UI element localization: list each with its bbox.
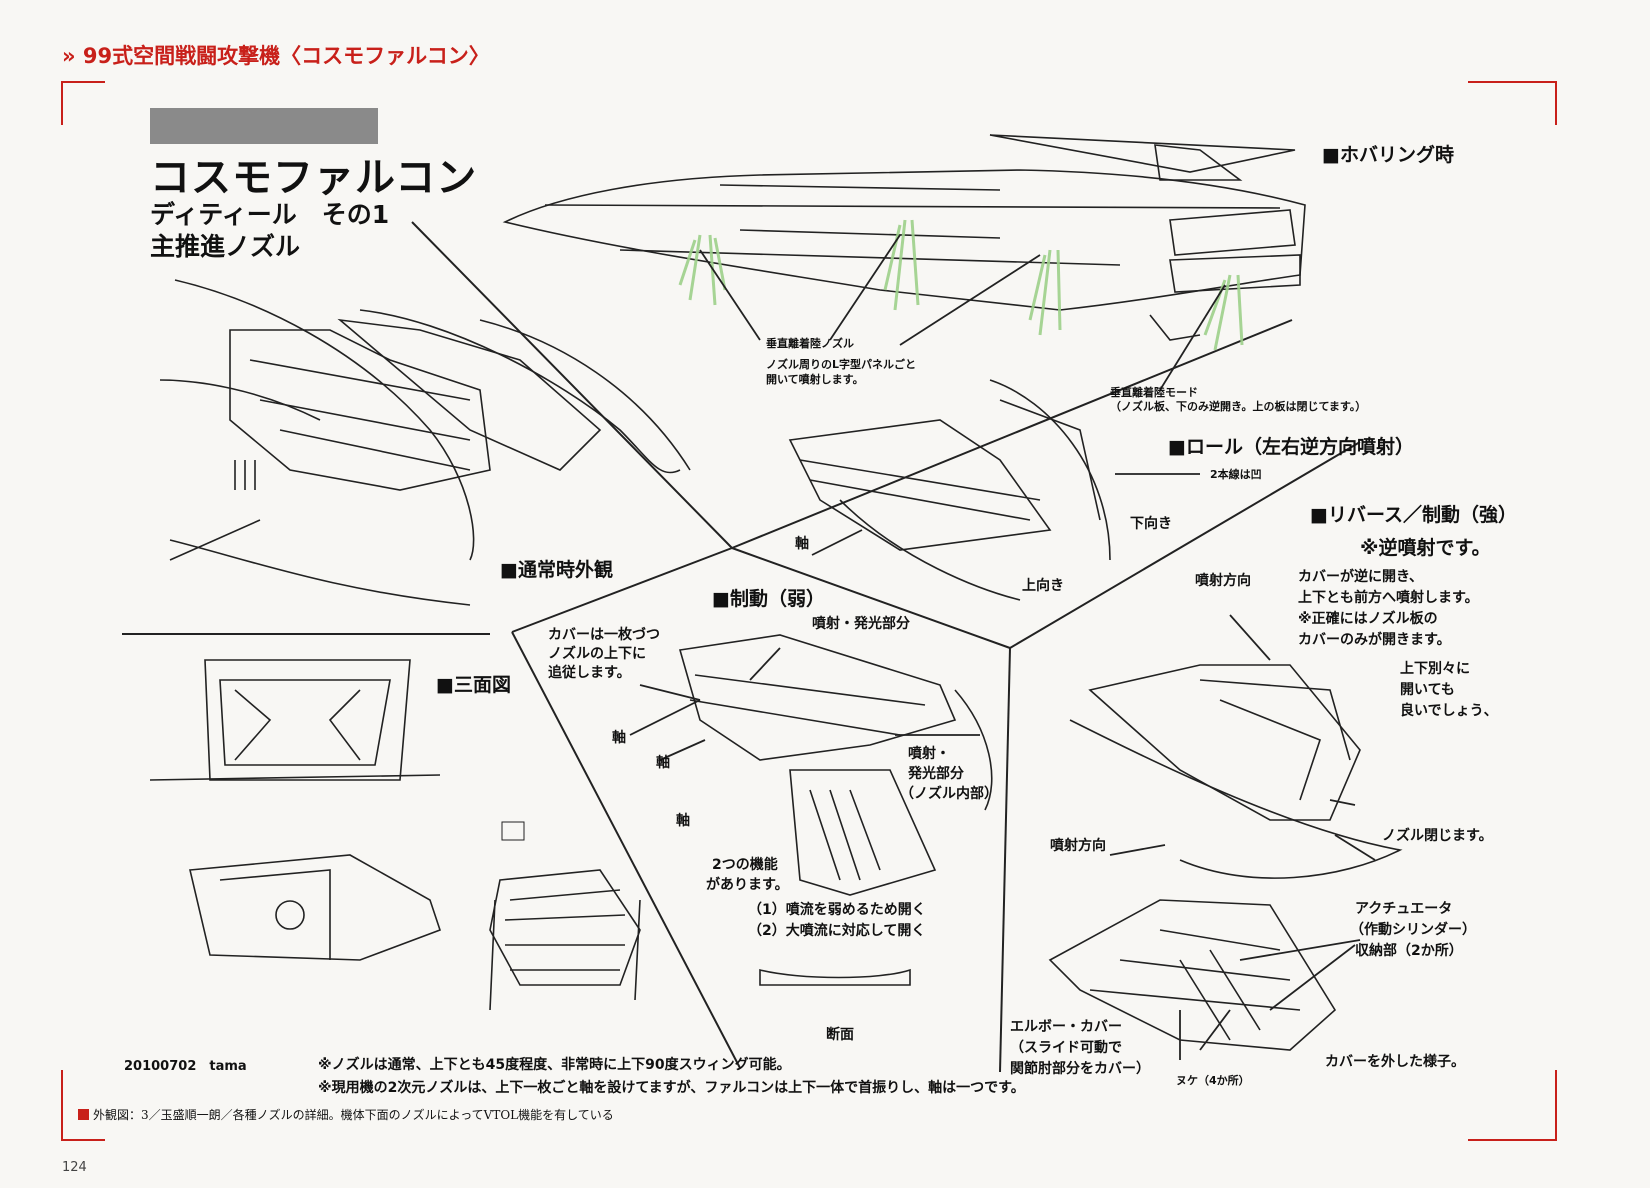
redacted-label-block — [150, 108, 378, 144]
label-cover-follow-1: カバーは一枚づつ — [548, 627, 660, 643]
label-vtol-nozzle: 垂直離着陸ノズル — [766, 337, 854, 350]
label-vtol-panel-2: 開いて噴射します。 — [766, 373, 864, 386]
normal-nozzle-sketch — [159, 279, 691, 606]
caption-marker-icon — [78, 1109, 89, 1120]
label-cover-follow-3: 追従します。 — [548, 665, 631, 681]
label-cover-removed: カバーを外した様子。 — [1325, 1054, 1465, 1070]
label-axis-roll: 軸 — [795, 536, 809, 552]
sheet-subtitle: ディティール その1 — [150, 200, 390, 229]
label-nozzle-closed: ノズル閉じます。 — [1382, 828, 1493, 844]
label-vtol-mode-note: （ノズル板、下のみ逆開き。上の板は閉じてます。） — [1110, 400, 1367, 413]
label-reverse-desc-4: カバーのみが開きます。 — [1298, 632, 1451, 648]
label-two-functions-1: 2つの機能 — [712, 857, 778, 873]
page-number: 124 — [62, 1160, 87, 1175]
label-vtol-mode: 垂直離着陸モード — [1110, 386, 1198, 399]
section-hovering: ■ホバリング時 — [1322, 144, 1454, 166]
label-vtol-panel-1: ノズル周りのL字型パネルごと — [766, 358, 917, 371]
label-two-functions-2: があります。 — [706, 877, 789, 893]
label-thrust-dir-forward: 噴射方向 — [1050, 838, 1106, 854]
label-emit-glow-inner-2: 発光部分 — [908, 766, 964, 782]
label-emit-glow: 噴射・発光部分 — [812, 616, 910, 632]
label-function-1: （1）噴流を弱めるため開く — [748, 902, 926, 918]
label-axis-1: 軸 — [612, 730, 626, 746]
panel-dividers — [122, 221, 1361, 1073]
section-reverse: ■リバース／制動（強） — [1310, 504, 1518, 526]
section-three-view: ■三面図 — [436, 674, 511, 696]
label-elbow-cover-2: （スライド可動で — [1010, 1040, 1122, 1056]
section-roll: ■ロール（左右逆方向噴射） — [1168, 436, 1414, 458]
cover-removed-sketch — [1048, 899, 1337, 1051]
actuator-leader-lines — [1179, 939, 1361, 1060]
page-header: » 99式空間戦闘攻撃機〈コスモファルコン〉 — [62, 40, 490, 70]
label-function-2: （2）大噴流に対応して開く — [748, 923, 926, 939]
roll-nozzle-sketch — [788, 379, 1111, 601]
label-elbow-cover-3: 関節肘部分をカバー） — [1010, 1061, 1150, 1077]
label-emit-glow-inner-3: （ノズル内部） — [900, 786, 998, 802]
label-actuator-1: アクチュエータ — [1355, 901, 1453, 917]
label-up: 上向き — [1022, 578, 1064, 594]
section-reverse-note: ※逆噴射です。 — [1360, 537, 1491, 559]
leader-lines-hover — [699, 234, 1226, 391]
brake-leader-lines — [629, 647, 980, 761]
header-title: 99式空間戦闘攻撃機〈コスモファルコン〉 — [82, 44, 490, 68]
section-normal: ■通常時外観 — [500, 559, 613, 581]
label-separate-open-1: 上下別々に — [1400, 661, 1470, 677]
three-view-sketch — [149, 659, 641, 1011]
footer-note-1: ※ノズルは通常、上下とも45度程度、非常時に上下90度スウィング可能。 — [318, 1057, 791, 1073]
reverse-nozzle-sketch — [1069, 664, 1403, 879]
label-thrust-dir-up: 噴射方向 — [1195, 573, 1251, 589]
double-chevron-right-icon: » — [62, 44, 76, 68]
label-emit-glow-inner-1: 噴射・ — [908, 746, 950, 762]
label-cover-follow-2: ノズルの上下に — [548, 646, 646, 662]
crop-marks — [61, 81, 1557, 1141]
label-nuke: ヌケ（4か所） — [1176, 1074, 1250, 1087]
sheet-subject: 主推進ノズル — [150, 232, 301, 261]
label-separate-open-2: 開いても — [1400, 682, 1455, 698]
label-reverse-desc-1: カバーが逆に開き、 — [1298, 569, 1424, 585]
label-elbow-cover-1: エルボー・カバー — [1010, 1019, 1122, 1035]
vtol-exhaust-plumes — [678, 219, 1244, 351]
label-axis-3: 軸 — [676, 813, 690, 829]
reverse-arrows — [1109, 614, 1376, 861]
label-axis-2: 軸 — [656, 755, 670, 771]
label-section-view: 断面 — [826, 1027, 854, 1043]
figure-caption: 外観図：3／玉盛順一朗／各種ノズルの詳細。機体下面のノズルによってVTOL機能を… — [78, 1106, 614, 1123]
roll-arrows — [811, 473, 1200, 556]
label-actuator-3: 収納部（2か所） — [1355, 943, 1463, 959]
caption-text: 外観図：3／玉盛順一朗／各種ノズルの詳細。機体下面のノズルによってVTOL機能を… — [93, 1108, 614, 1122]
hover-aircraft-sketch — [502, 134, 1306, 341]
label-actuator-2: （作動シリンダー） — [1350, 922, 1476, 938]
label-reverse-desc-3: ※正確にはノズル板の — [1298, 611, 1438, 627]
section-brake-weak: ■制動（弱） — [712, 588, 825, 610]
footer-note-2: ※現用機の2次元ノズルは、上下一枚ごと軸を設けてますが、ファルコンは上下一体で首… — [318, 1080, 1025, 1096]
hatch-sample-icon — [501, 821, 525, 841]
label-down: 下向き — [1130, 516, 1172, 532]
label-reverse-desc-2: 上下とも前方へ噴射します。 — [1298, 590, 1479, 606]
label-separate-open-3: 良いでしょう、 — [1400, 703, 1498, 719]
date-signature: 20100702 tama — [124, 1059, 247, 1074]
brake-weak-nozzle-sketch — [678, 634, 993, 986]
label-two-lines: 2本線は凹 — [1210, 468, 1262, 481]
sheet-title: コスモファルコン — [150, 155, 478, 201]
